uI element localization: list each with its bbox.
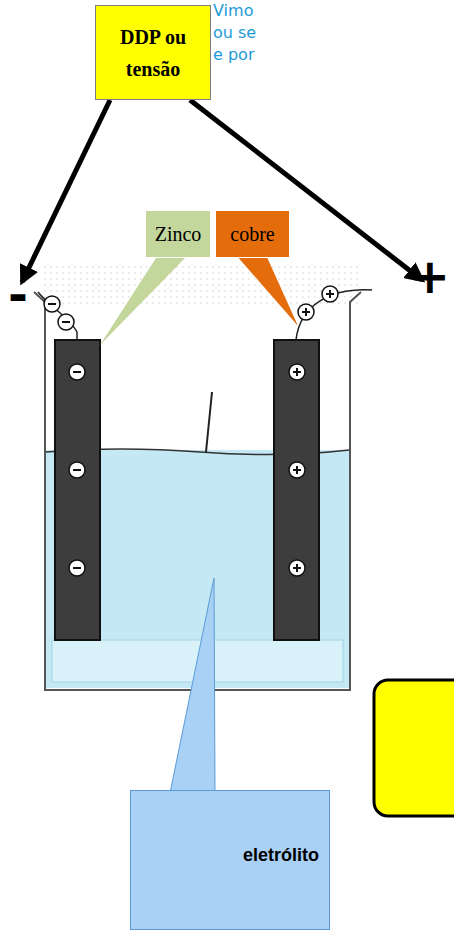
charge-sign <box>329 290 331 298</box>
copper-callout-tail <box>236 255 298 326</box>
charge-circle <box>322 286 338 302</box>
charge-circle <box>69 560 85 576</box>
charge-sign <box>73 469 81 471</box>
note-text: e por <box>213 46 254 64</box>
zinc-electrode <box>55 340 100 640</box>
charge-circle <box>289 560 305 576</box>
note-text: ou se <box>213 24 256 42</box>
copper-label-box: cobre <box>215 210 290 258</box>
rod <box>206 392 212 452</box>
charge-sign <box>305 308 307 316</box>
dotted-ground <box>40 265 360 305</box>
electrolyte-label-box: eletrólito <box>130 790 330 930</box>
charge-sign <box>73 567 81 569</box>
charge-circle <box>44 296 60 312</box>
beaker <box>34 292 361 690</box>
charge-circle <box>69 364 85 380</box>
voltage-box: DDP ou tensão <box>95 5 211 100</box>
zinc-label-box: Zinco <box>145 210 211 258</box>
node-text: eletrólito <box>243 841 319 870</box>
charge-circle <box>69 462 85 478</box>
negative-terminal: - <box>8 268 28 321</box>
note-box <box>374 680 454 816</box>
zinc-wire <box>38 292 77 340</box>
node-text: Zinco <box>155 218 202 250</box>
charge-sign <box>296 368 298 376</box>
charge-circle <box>58 314 74 330</box>
node-text: cobre <box>230 218 274 250</box>
charge-sign <box>296 564 298 572</box>
charge-symbols <box>44 286 338 576</box>
note-text: Vimo <box>213 2 253 20</box>
electrolyte-callout-tail <box>170 578 215 793</box>
positive-terminal: + <box>410 250 450 303</box>
copper-electrode <box>274 340 319 640</box>
charge-circle <box>289 462 305 478</box>
charge-sign <box>48 303 56 305</box>
charge-circle <box>289 364 305 380</box>
charge-sign <box>62 321 70 323</box>
minus-arrow <box>22 100 110 282</box>
charge-sign <box>296 466 298 474</box>
plus-arrow <box>190 100 422 280</box>
charge-sign <box>73 371 81 373</box>
zinc-callout-tail <box>100 255 188 345</box>
node-text: DDP ou tensão <box>104 21 202 85</box>
charge-circle <box>298 304 314 320</box>
